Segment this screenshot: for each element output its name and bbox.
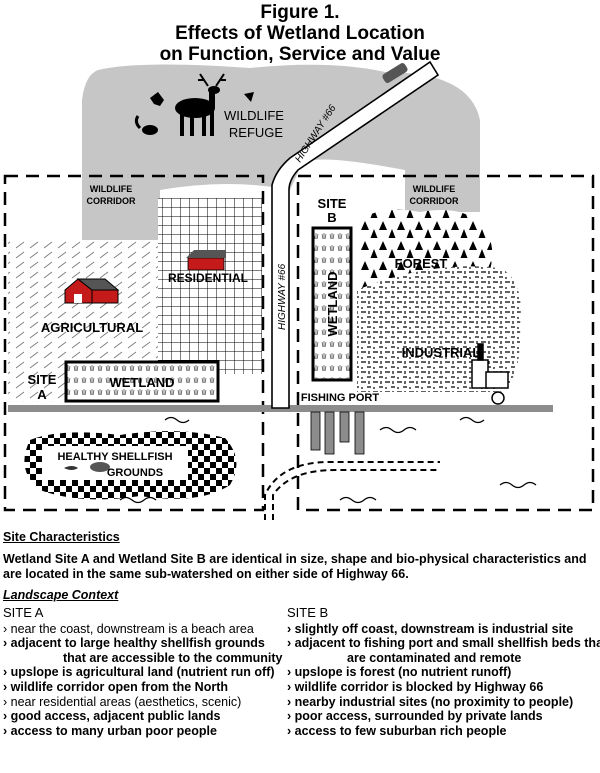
site-characteristics-text: Wetland Site A and Wetland Site B are id… <box>3 552 587 581</box>
fish-icon <box>64 462 110 472</box>
site-b-column: SITE B › slightly off coast, downstream … <box>287 605 600 739</box>
site-a-item: › wildlife corridor open from the North <box>3 679 228 694</box>
site-b-item: are contaminated and remote <box>347 650 522 665</box>
site-a-item: › good access, adjacent public lands <box>3 709 221 724</box>
label-wetland-a: WETLAND <box>110 375 175 390</box>
bird-icon <box>244 92 254 102</box>
site-b-item: › wildlife corridor is blocked by Highwa… <box>287 679 544 694</box>
site-b-title: SITE B <box>287 605 329 620</box>
label-corridor-right-1: WILDLIFE <box>413 184 456 194</box>
label-site-a-1: SITE <box>28 372 57 387</box>
site-b-item: › upslope is forest (no nutrient runoff) <box>287 665 512 680</box>
label-site-b-1: SITE <box>318 196 347 211</box>
label-shellfish-1: HEALTHY SHELLFISH <box>57 451 172 463</box>
figure-title: Figure 1. Effects of Wetland Location on… <box>0 2 600 65</box>
site-b-list: › slightly off coast, downstream is indu… <box>287 621 600 739</box>
figure-title-line-1: Figure 1. <box>260 2 340 23</box>
site-a-item: › near the coast, downstream is a beach … <box>3 621 254 636</box>
duck-icon <box>150 92 164 106</box>
figure-title-line-3: on Function, Service and Value <box>159 44 441 65</box>
label-agricultural: AGRICULTURAL <box>41 320 143 335</box>
label-site-b-2: B <box>327 210 336 225</box>
wetland-b-shape <box>311 226 353 382</box>
site-a-title: SITE A <box>3 605 44 620</box>
landscape-context-heading: Landscape Context <box>3 588 119 602</box>
site-characteristics-heading: Site Characteristics <box>3 530 120 544</box>
site-b-item: › access to few suburban rich people <box>287 723 507 738</box>
label-corridor-left-2: CORRIDOR <box>87 196 136 206</box>
label-industrial: INDUSTRIAL <box>402 345 481 360</box>
label-corridor-left-1: WILDLIFE <box>90 184 133 194</box>
label-shellfish-2: GROUNDS <box>107 467 163 479</box>
site-a-list: › near the coast, downstream is a beach … <box>3 622 303 739</box>
site-b-item: › poor access, surrounded by private lan… <box>287 709 543 724</box>
shellfish-label-bg <box>42 446 188 480</box>
label-forest: FOREST <box>395 256 448 271</box>
landscape-map: WILDLIFE REFUGE WILDLIFE CORRIDOR WILDLI… <box>3 60 595 520</box>
site-a-item: that are accessible to the community <box>63 650 283 665</box>
site-a-item: › upslope is agricultural land (nutrient… <box>3 665 275 680</box>
site-a-item: › access to many urban poor people <box>3 723 217 738</box>
label-wildlife-refuge-2: REFUGE <box>229 125 284 140</box>
deer-icon <box>175 73 226 136</box>
label-residential: RESIDENTIAL <box>168 271 248 285</box>
highway-66 <box>271 60 440 409</box>
skunk-icon <box>134 115 158 135</box>
label-highway-lower: HIGHWAY #66 <box>277 263 288 330</box>
watershed-boundary-left <box>3 174 265 512</box>
site-a-item: › near residential areas (aesthetics, sc… <box>3 694 242 709</box>
site-b-item: › slightly off coast, downstream is indu… <box>287 621 574 636</box>
house-icon <box>186 250 226 271</box>
factory-icon <box>471 343 509 405</box>
water-waves <box>119 416 537 504</box>
residential-area <box>158 198 262 374</box>
wetland-a-shape <box>64 360 220 403</box>
site-b-item: › nearby industrial sites (no proximity … <box>287 694 574 709</box>
fishing-port-piers <box>310 411 365 455</box>
label-wildlife-refuge-1: WILDLIFE <box>224 108 284 123</box>
label-wetland-b: WETLAND <box>325 272 340 337</box>
car-icon <box>382 63 408 83</box>
label-fishing-port: FISHING PORT <box>301 392 380 404</box>
barn-icon <box>64 278 120 304</box>
site-b-item: › adjacent to fishing port and small she… <box>287 636 600 651</box>
label-site-a-2: A <box>37 387 47 402</box>
figure-title-line-2: Effects of Wetland Location <box>175 23 425 44</box>
site-a-item: › adjacent to large healthy shellfish gr… <box>3 636 265 651</box>
site-a-column: SITE A › near the coast, downstream is a… <box>3 605 303 739</box>
watershed-boundary-right <box>296 174 595 512</box>
label-corridor-right-2: CORRIDOR <box>410 196 459 206</box>
